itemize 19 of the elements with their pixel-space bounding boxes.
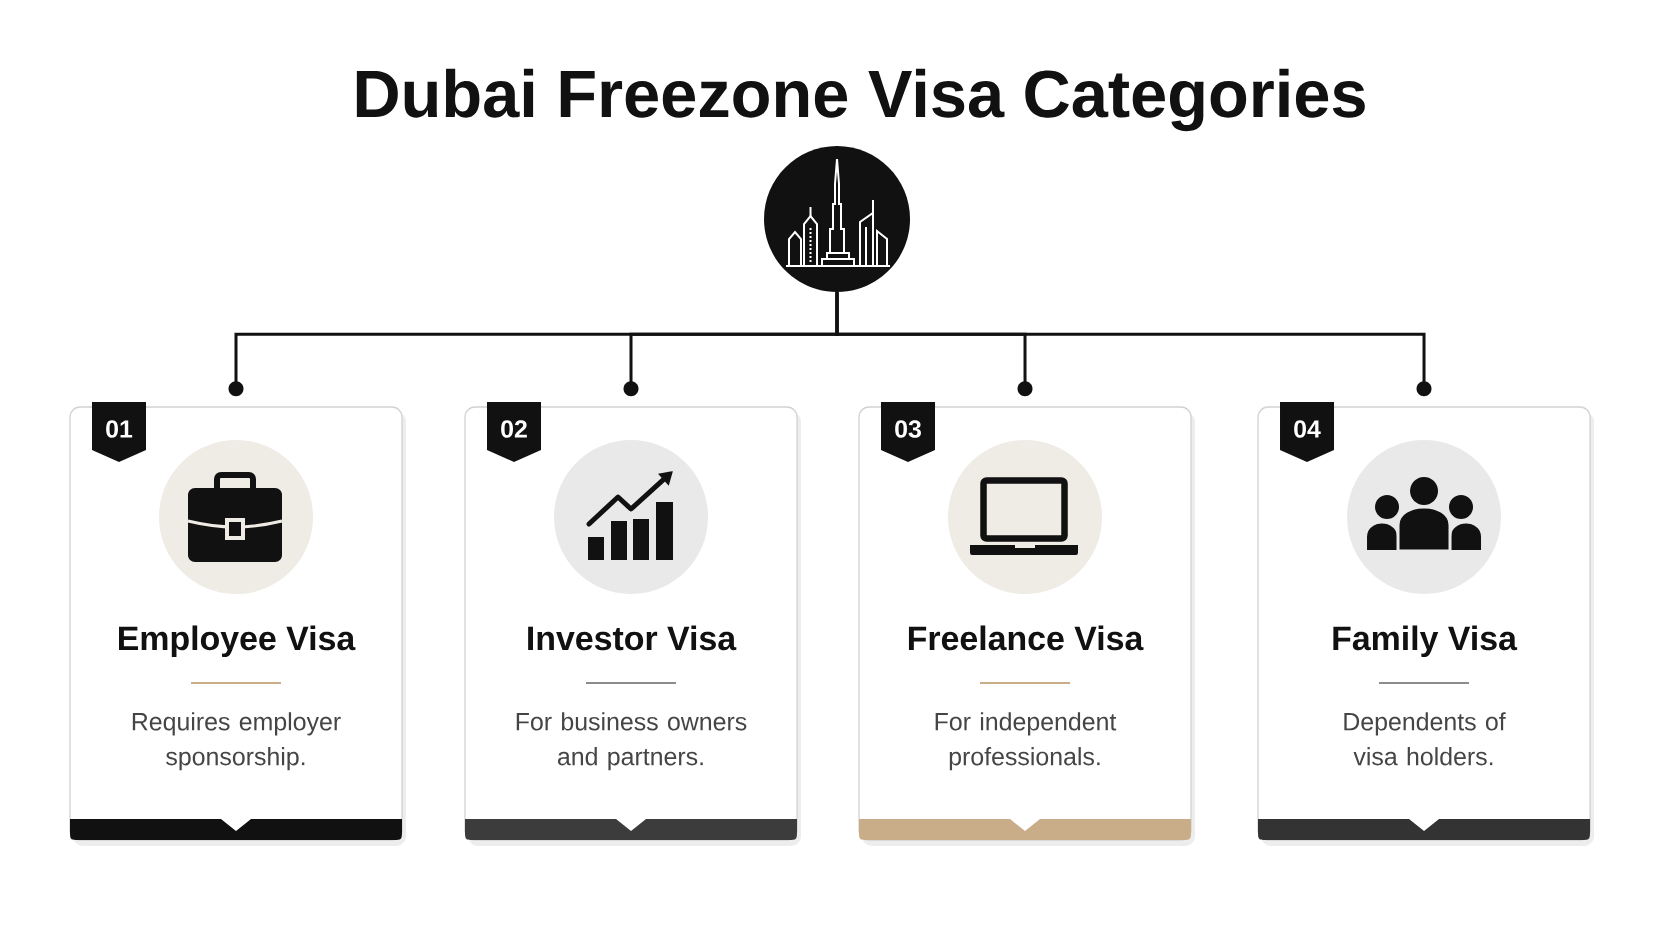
card-title: Employee Visa	[119, 625, 356, 658]
number-badge: 04	[1280, 402, 1334, 462]
card	[464, 406, 801, 846]
card-title: Investor Visa	[528, 625, 737, 651]
skyline-icon	[764, 146, 910, 292]
card	[69, 406, 406, 846]
description: For independent professionals.	[935, 712, 1117, 771]
connector-line	[835, 292, 1432, 397]
title: Dubai Freezone Visa Categories	[356, 68, 1365, 132]
number-badge: 01	[92, 402, 146, 462]
number-badge: 02	[487, 402, 541, 462]
card	[858, 406, 1195, 846]
card-title: Freelance Visa	[908, 625, 1144, 651]
number-badge: 03	[881, 402, 935, 462]
card-title: Family Visa	[1333, 625, 1518, 658]
description: Requires employer sponsorship.	[132, 712, 341, 771]
description: For business owners and partners.	[516, 712, 747, 771]
card	[1257, 406, 1594, 846]
description: Dependents of visa holders.	[1344, 712, 1506, 766]
